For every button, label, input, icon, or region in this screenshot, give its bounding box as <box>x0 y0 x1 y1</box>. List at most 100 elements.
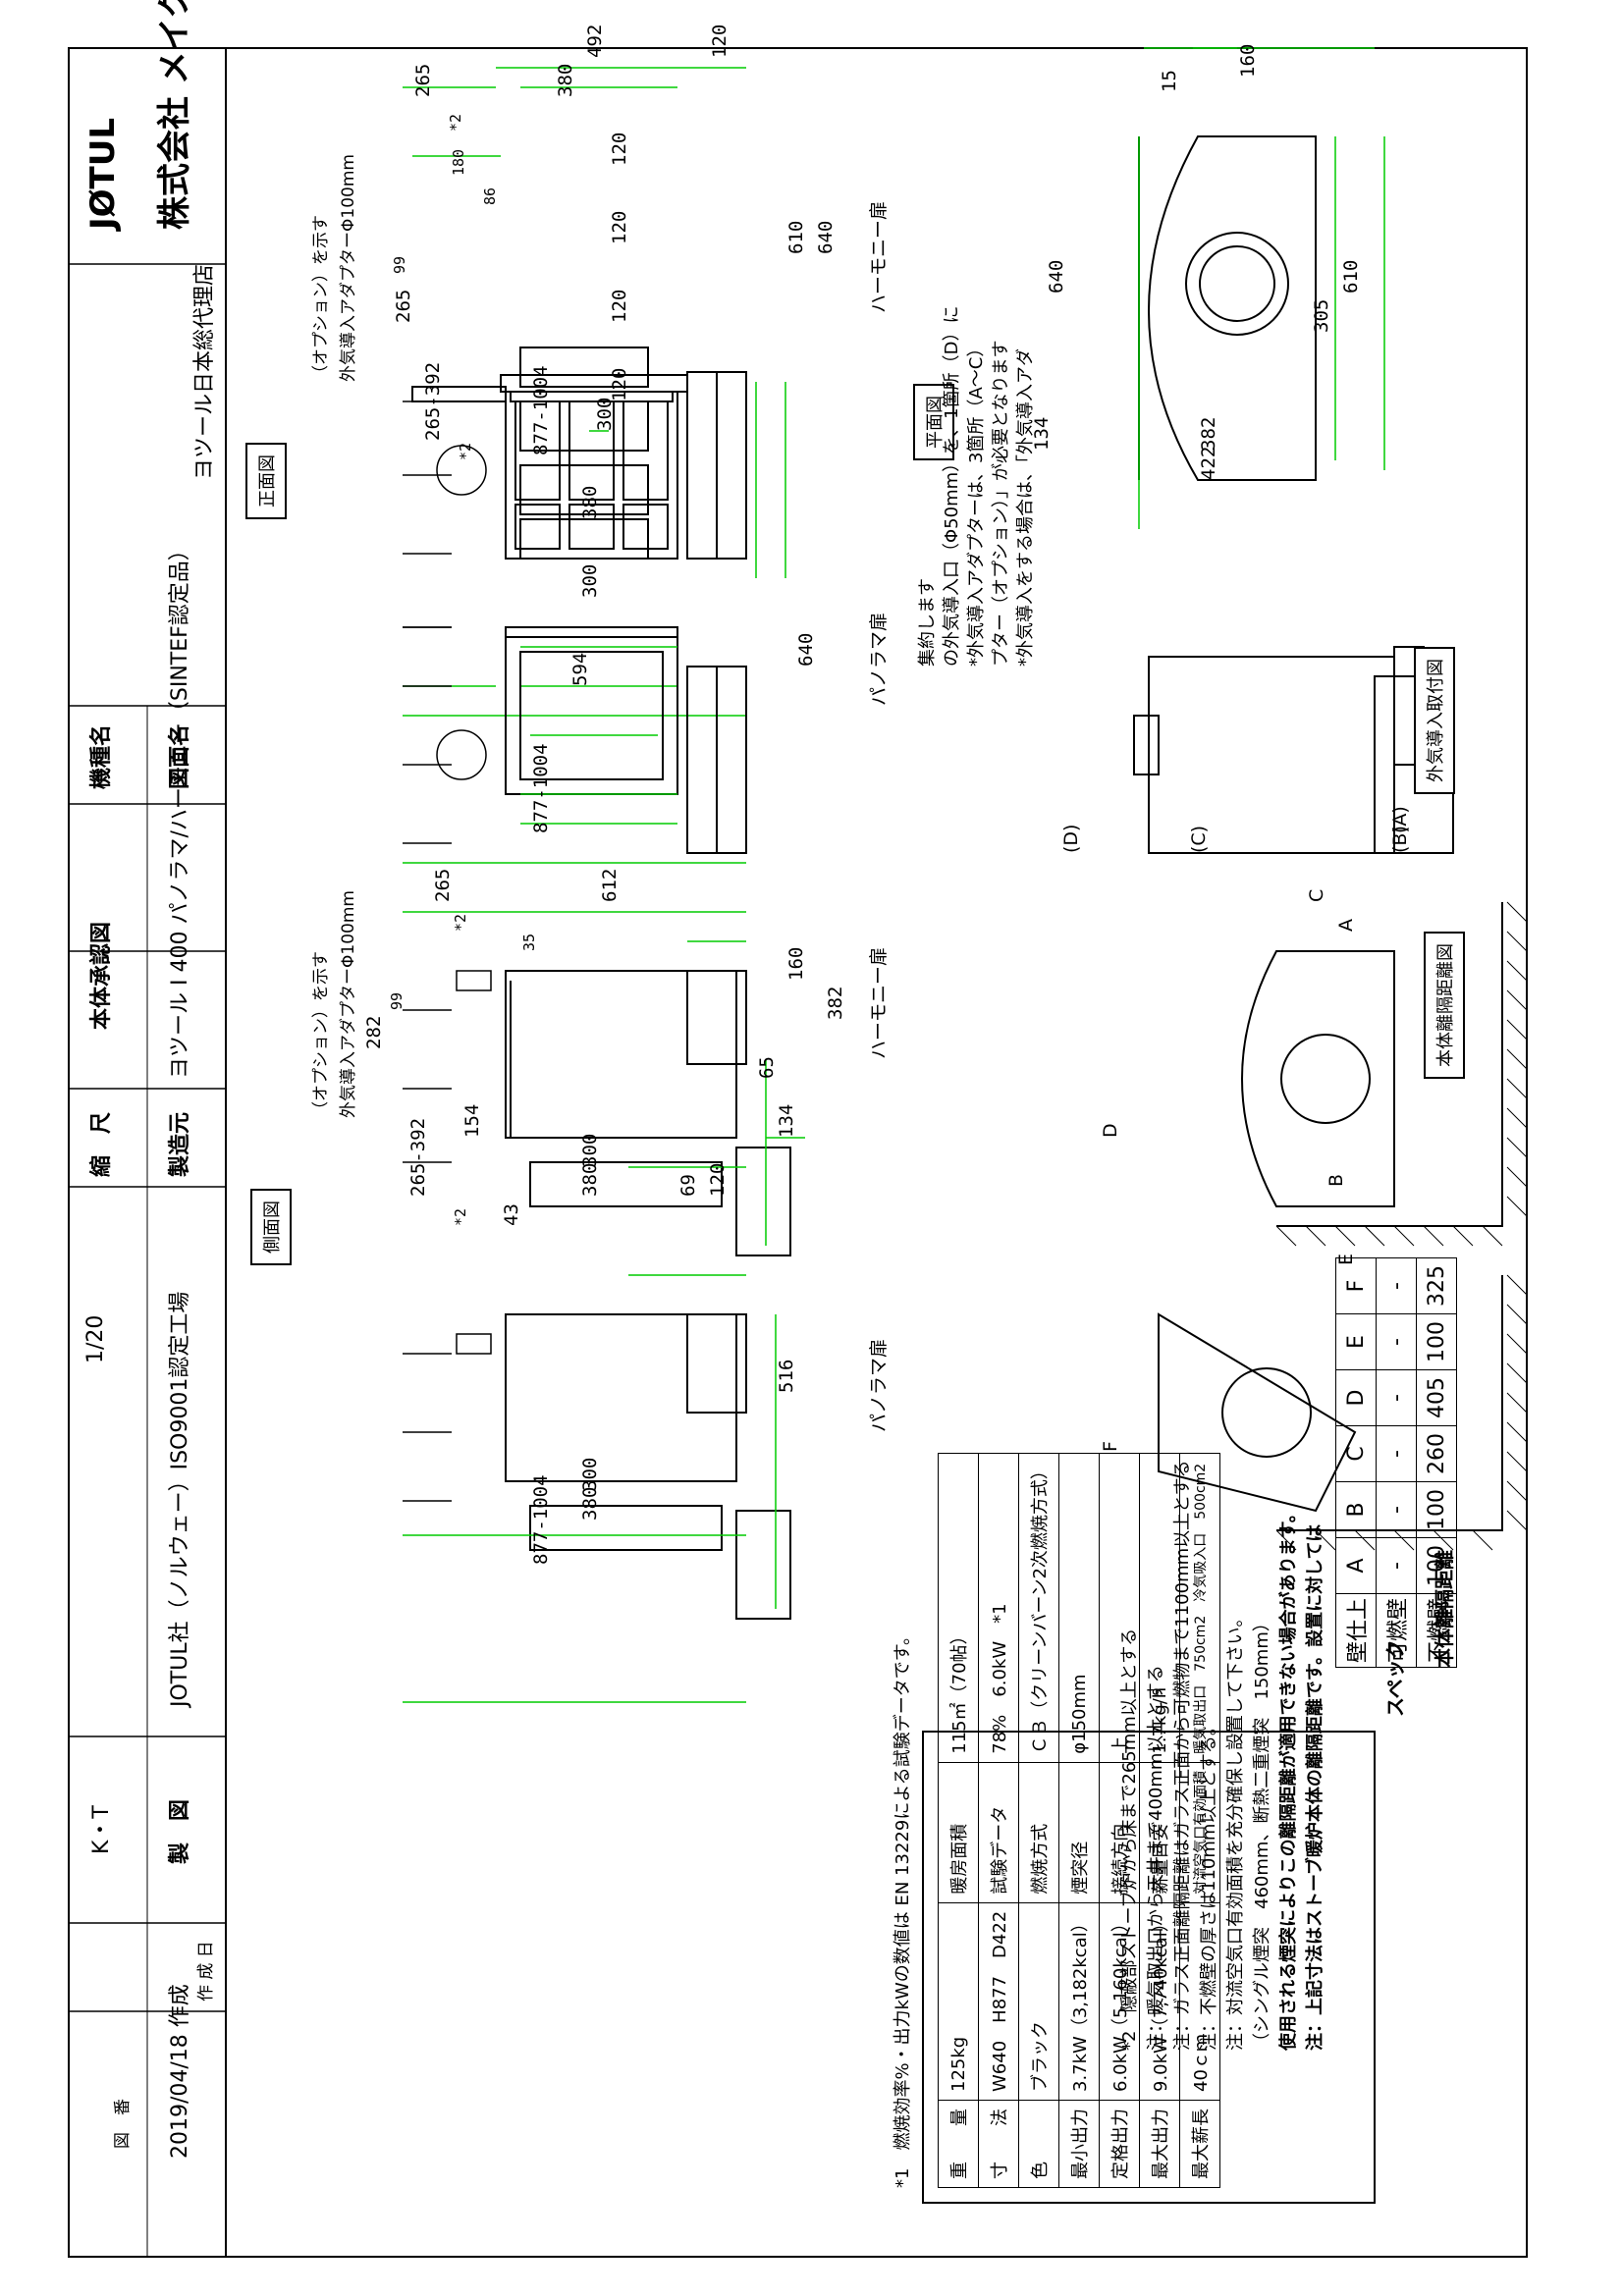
dim-front-window1: 120 <box>609 132 630 166</box>
table-row: 不燃壁 100 100 260 405 100 325 <box>1416 1257 1457 1668</box>
air-point-c: (C) <box>1188 825 1210 853</box>
dim-sidepan-877-1004: 877-1004 <box>530 1474 552 1565</box>
clearance-wall-hatch-1 <box>1275 901 1528 1247</box>
plan-view-stove <box>1138 135 1317 481</box>
clear-letter-c: C <box>1306 888 1327 902</box>
dim-front-note-2a: *2 <box>447 113 464 132</box>
table-row: 可燃壁 - - - - - - <box>1376 1257 1417 1668</box>
maker-value: JOTUL社（ノルウェー）ISO9001認定工場 <box>168 1291 192 1707</box>
dim-side-note-2a: *2 <box>452 913 469 932</box>
air-note-1: *外気導入をする場合は、「外気導入アダ <box>1015 348 1036 667</box>
dim-side-43: 43 <box>501 1203 522 1226</box>
adapter-note-side-1: 外気導入アダプターΦ100mm <box>339 890 358 1118</box>
dim-front-180: 180 <box>450 148 467 176</box>
clear-letter-f: F <box>1100 1441 1121 1452</box>
dim-side-160: 160 <box>785 946 807 981</box>
air-point-d: (D) <box>1060 824 1082 853</box>
dim-front-380: 380 <box>555 63 576 97</box>
dim-plan-15: 15 <box>1159 70 1180 92</box>
clear-note-1: 注：上記寸法はストーブ暖炉本体の離隔距離です。設置に対しては <box>1305 1523 1325 2051</box>
front-harmony-windows <box>519 347 649 560</box>
side-harmony-stove <box>505 970 791 1256</box>
dim-sidepan-516: 516 <box>776 1359 797 1393</box>
dim-side-612: 612 <box>599 868 621 902</box>
clear-th-a: A <box>1335 1537 1377 1594</box>
air-note-2: プター（オプション）」が必要となります <box>991 340 1011 667</box>
dim-front-610: 610 <box>785 220 807 254</box>
drawing-label: 図面名 <box>168 723 192 789</box>
company-name: 株式会社 メイク <box>155 0 194 230</box>
side-view-label: 側面図 <box>250 1189 292 1265</box>
dim-side-382: 382 <box>825 986 846 1020</box>
model-value: ヨツール I 400 パノラマ/ハーモニー（SINTEF認定品） <box>168 539 192 1079</box>
dim-front-877-1004: 877-1004 <box>530 365 552 455</box>
dim-front-note-2b: *2 <box>457 442 474 460</box>
maker-label: 製造元 <box>168 1111 192 1177</box>
dim-front-265: 265 <box>412 63 434 97</box>
dim-pan-380: 380 <box>579 485 601 519</box>
scale-label: 縮 尺 <box>89 1111 114 1177</box>
scale-value: 1/20 <box>83 1314 108 1363</box>
dim-pan-300: 300 <box>579 563 601 598</box>
harmony-door-label-side: ハーモニー扉 <box>868 946 890 1059</box>
dim-front-265-392: 265-392 <box>422 361 444 441</box>
clearance-view-2 <box>1158 1275 1503 1531</box>
dim-pan-640: 640 <box>795 632 817 667</box>
clear-note-4: 注：対流空気口有効面積を充分確保し設置して下さい。 <box>1225 1609 1246 2051</box>
date-value: 2019/04/18 作成 <box>168 1984 192 2159</box>
clear-note-2: 使用される煙突によりこの離隔距離が適用できない場合があります。 <box>1278 1505 1299 2051</box>
dim-front-window3: 120 <box>609 289 630 323</box>
front-view-label: 正面図 <box>245 443 287 519</box>
panorama-door-label-side: パノラマ扉 <box>868 1338 890 1432</box>
air-note-5: 集約します <box>917 578 938 667</box>
clearance-table: 壁仕上 A B C D E F 可燃壁 - - - - - - 不燃壁 100 … <box>1335 1257 1457 1668</box>
clear-th-f: F <box>1335 1257 1377 1314</box>
adapter-note-side-2: （オプション）を示す <box>311 951 331 1118</box>
clear-letter-a: A <box>1335 919 1357 932</box>
dim-plan-160: 160 <box>1237 43 1259 78</box>
clear-th-b: B <box>1335 1481 1377 1538</box>
dim-side-99: 99 <box>388 991 406 1010</box>
dim-plan-305: 305 <box>1311 298 1332 333</box>
clear-letter-b: B <box>1325 1173 1347 1187</box>
panorama-door-label-front: パノラマ扉 <box>868 612 890 706</box>
brand-logo: JØTUL <box>83 117 123 230</box>
dim-side-380: 380 <box>579 1162 601 1197</box>
dim-front-window2: 120 <box>609 210 630 244</box>
dim-side-134: 134 <box>776 1103 797 1138</box>
dim-side-65: 65 <box>756 1056 778 1079</box>
dim-pan-594: 594 <box>569 652 591 686</box>
dim-pan-877-1004: 877-1004 <box>530 743 552 833</box>
model-label: 機種名 <box>89 723 114 789</box>
dim-plan-640: 640 <box>1046 259 1067 294</box>
air-point-b: (B) <box>1389 826 1411 853</box>
clear-th-wall: 壁仕上 <box>1335 1593 1377 1668</box>
dim-side-265-392: 265-392 <box>407 1117 429 1197</box>
air-intake-view-label: 外気導入取付図 <box>1414 647 1455 794</box>
clear-th-e: E <box>1335 1313 1377 1370</box>
dim-side-282: 282 <box>363 1015 385 1049</box>
dim-front-492: 492 <box>584 24 606 58</box>
air-note-3: *外気導入アダプターは、3箇所（A〜C） <box>966 339 987 667</box>
clear-th-c: C <box>1335 1425 1377 1482</box>
dim-side-154: 154 <box>461 1103 483 1138</box>
side-panorama-stove <box>505 1313 791 1620</box>
dim-plan-610: 610 <box>1340 259 1362 294</box>
dim-front-86: 86 <box>481 187 499 205</box>
spec-footnote: *1 燃焼効率%・出力kWの数値は EN 13229による試験データです。 <box>893 1628 913 2188</box>
adapter-note-front-2: （オプション）を示す <box>311 215 331 382</box>
dim-side-69: 69 <box>677 1174 699 1197</box>
dim-front-265b: 265 <box>393 289 414 323</box>
dim-sidepan-380: 380 <box>579 1486 601 1521</box>
harmony-door-label-front: ハーモニー扉 <box>868 200 890 313</box>
